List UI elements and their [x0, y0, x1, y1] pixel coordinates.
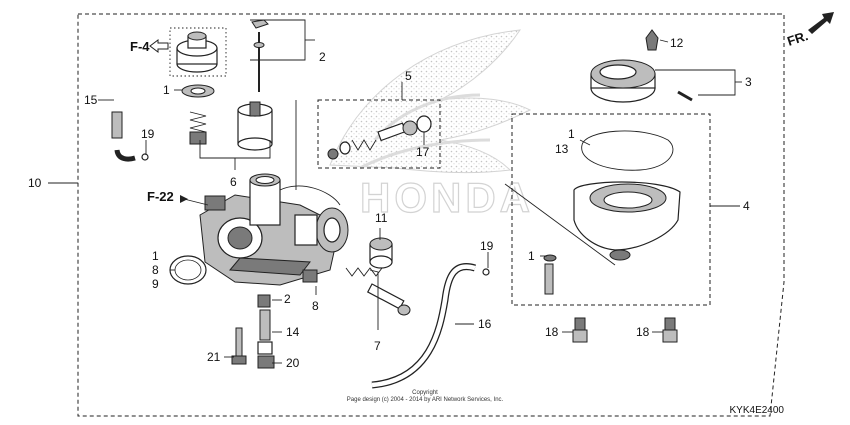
bowl-screw-part: [544, 263, 554, 295]
callout-1a: 1: [163, 83, 170, 97]
bolt-part-18a: [572, 317, 588, 343]
callout-19b: 19: [480, 239, 494, 253]
slide-valve-part: [237, 101, 273, 151]
callout-12: 12: [670, 36, 684, 50]
honda-watermark-text: HONDA: [360, 174, 534, 221]
callout-13: 13: [555, 142, 569, 156]
callout-9: 9: [152, 277, 159, 291]
clip-part: [302, 269, 318, 283]
fuel-cap-part: [176, 31, 218, 73]
outer-frame: [77, 13, 785, 417]
callout-18b: 18: [636, 325, 650, 339]
cap-part-11: [369, 237, 393, 269]
cap-nut-part: [645, 29, 659, 51]
f22-arrow-icon: [180, 195, 188, 203]
callout-15: 15: [84, 93, 98, 107]
callout-1c: 1: [568, 127, 575, 141]
leader-lines: [48, 19, 742, 364]
callout-14: 14: [286, 325, 300, 339]
jets-part: [231, 294, 275, 369]
gasket-part: [581, 130, 674, 171]
washer-part-19b: [482, 268, 490, 276]
ref-f22: F-22: [147, 189, 174, 204]
callout-16: 16: [478, 317, 492, 331]
carburetor-body-part: [199, 173, 349, 286]
cap-box: [169, 27, 227, 77]
callout-19a: 19: [141, 127, 155, 141]
callout-1b: 1: [152, 249, 159, 263]
callout-2b: 2: [284, 292, 291, 306]
copyright-line2: Page design (c) 2004 - 2014 by ARI Netwo…: [347, 397, 504, 403]
callout-5: 5: [405, 69, 412, 83]
callout-3: 3: [745, 75, 752, 89]
ref-f4: F-4: [130, 39, 150, 54]
honda-wing-watermark: HONDA: [329, 29, 534, 222]
callout-11: 11: [375, 211, 388, 225]
jet-needle-part: [251, 19, 269, 92]
front-direction-arrow-icon: [808, 12, 834, 34]
float-chamber-part: [573, 181, 681, 261]
washer-part-19a: [141, 153, 149, 161]
callout-8b: 8: [312, 299, 319, 313]
subframe-5: [317, 99, 441, 169]
subframe-4: [511, 113, 711, 306]
callout-6: 6: [230, 175, 237, 189]
callout-2a: 2: [319, 50, 326, 64]
drain-hose-part: [371, 263, 477, 389]
callout-8a: 8: [152, 263, 159, 277]
diagram-code: KYK4E2400: [730, 405, 785, 416]
bolt-part-18b: [662, 317, 678, 343]
pilot-screw-set-part: [327, 115, 432, 160]
callout-4: 4: [743, 199, 750, 213]
callout-20: 20: [286, 356, 300, 370]
callout-17: 17: [416, 145, 430, 159]
copyright-line1: Copyright: [412, 390, 438, 396]
throttle-stop-screw-part: [345, 267, 411, 316]
callout-10: 10: [28, 176, 42, 190]
callout-1d: 1: [528, 249, 535, 263]
f4-arrow-icon: [149, 39, 169, 53]
orientation-label: FR.: [785, 28, 810, 49]
choke-cover-part: [590, 59, 693, 103]
callout-21: 21: [207, 350, 221, 364]
callout-18a: 18: [545, 325, 559, 339]
callout-7: 7: [374, 339, 381, 353]
